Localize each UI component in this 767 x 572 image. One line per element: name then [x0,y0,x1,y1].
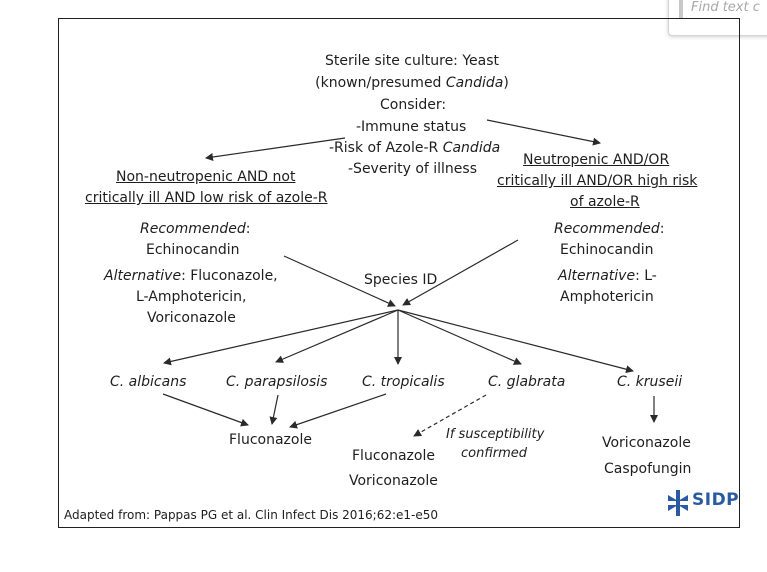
arrow-hub-parapsilosis [275,309,399,363]
arrow-parapsilosis-fluconazole [269,394,279,425]
species-glabrata: C. glabrata [488,374,566,390]
arrow-albicans-fluconazole [162,393,249,427]
arrow-left-to-hub [283,255,396,307]
find-text-bar [679,0,683,19]
consider-label: Consider: [380,97,447,113]
right-alternative: Alternative: L- [558,268,657,284]
consider-item-azole: -Risk of Azole-R Candida [329,140,501,156]
arrow-right-to-hub [402,239,519,306]
susceptibility-note-1: If susceptibility [446,427,545,442]
sidp-logo-icon [668,490,688,516]
outcome-kruseii-voriconazole: Voriconazole [602,435,691,451]
outcome-kruseii-caspofungin: Caspofungin [604,461,692,477]
outcome-glabrata-voriconazole: Voriconazole [349,473,438,489]
susceptibility-note-2: confirmed [461,446,527,461]
outcome-fluconazole-left: Fluconazole [229,432,312,448]
species-tropicalis: C. tropicalis [362,374,445,390]
sidp-logo-text: SIDP [692,490,740,510]
title-line-1: Sterile site culture: Yeast [324,53,500,69]
species-id-label: Species ID [364,272,438,288]
arrow-to-left-branch [205,137,346,161]
arrow-tropicalis-fluconazole [289,393,387,429]
right-recommended: Recommended: [554,221,665,237]
left-alternative: Alternative: Fluconazole, [104,268,278,284]
find-text-input[interactable] [691,0,767,17]
right-recommended-value: Echinocandin [560,242,654,258]
right-branch-heading-2: critically ill AND/OR high risk [497,173,698,189]
left-branch-heading-2: critically ill AND low risk of azole-R [85,190,328,206]
arrow-hub-albicans [163,309,399,366]
left-branch-heading-1: Non-neutropenic AND not [116,169,296,185]
consider-item-immune: -Immune status [356,119,467,135]
find-text-box [668,0,767,36]
arrow-hub-kruseii [397,309,634,374]
right-branch-heading-3: of azole-R [570,194,640,210]
citation: Adapted from: Pappas PG et al. Clin Infe… [64,508,439,522]
species-albicans: C. albicans [110,374,187,390]
title-line-2: (known/presumed Candida) [315,75,509,91]
arrow-hub-glabrata [397,309,522,365]
species-kruseii: C. kruseii [617,374,683,390]
arrow-to-right-branch [486,119,601,146]
right-alternative-2: Amphotericin [560,289,654,305]
left-recommended: Recommended: [140,221,251,237]
left-alternative-2: L-Amphotericin, [136,289,247,305]
left-recommended-value: Echinocandin [146,242,240,258]
slide-frame [58,18,740,528]
right-branch-heading-1: Neutropenic AND/OR [523,152,670,168]
species-parapsilosis: C. parapsilosis [226,374,328,390]
outcome-glabrata-fluconazole: Fluconazole [352,448,435,464]
left-alternative-3: Voriconazole [147,310,236,326]
consider-item-severity: -Severity of illness [348,161,478,177]
